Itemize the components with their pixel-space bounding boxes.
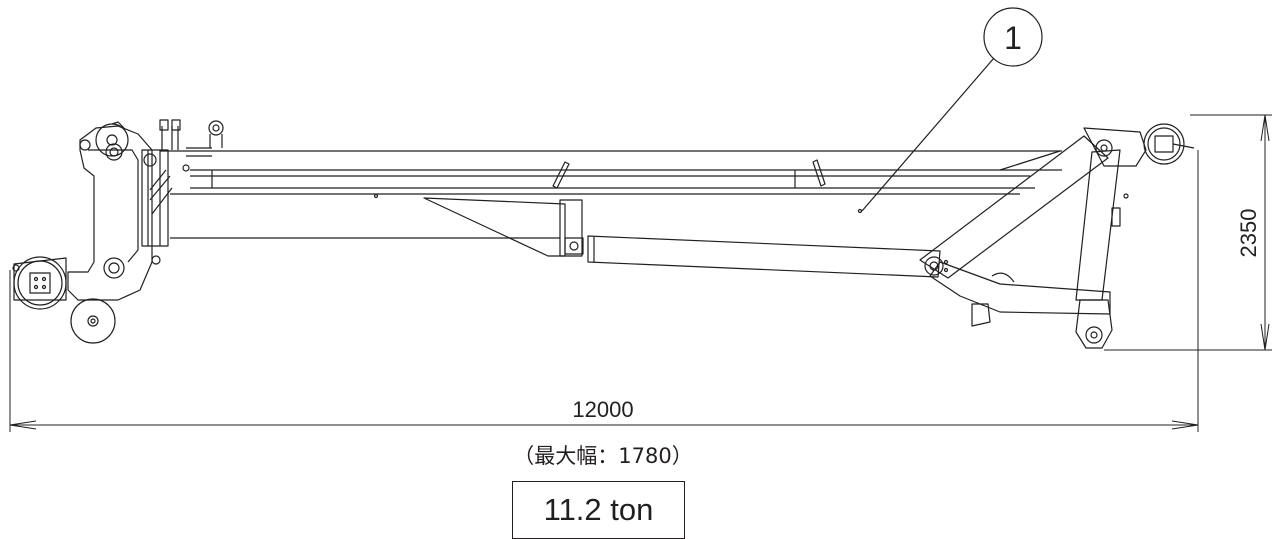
length-dimension-value: 12000 (572, 397, 633, 422)
boom-tip-head (1083, 123, 1195, 167)
leader-line (861, 57, 995, 212)
length-dimension-lines (9, 150, 1199, 432)
lower-left-wheel (12, 256, 67, 310)
boom-latches (552, 159, 826, 189)
max-width-note: （最大幅：1780） (513, 444, 693, 468)
tip-lower-member (929, 261, 1111, 327)
top-left-sheave (95, 121, 129, 157)
wedge-bracket (423, 197, 584, 257)
part-number-label: 1 (1004, 20, 1022, 56)
weight-label: 11.2 ton (512, 481, 685, 539)
main-boom (160, 150, 1062, 239)
height-dimension-lines (1104, 114, 1272, 351)
tip-vertical-strut (1075, 149, 1129, 349)
bottom-wheel (70, 298, 116, 344)
boom-base-assembly (67, 119, 212, 301)
lower-tube (587, 235, 941, 278)
top-small-sheave (208, 120, 224, 148)
height-dimension-value: 2350 (1236, 209, 1261, 258)
part-number-balloon (983, 7, 1043, 67)
diagonal-strut (919, 135, 1109, 279)
